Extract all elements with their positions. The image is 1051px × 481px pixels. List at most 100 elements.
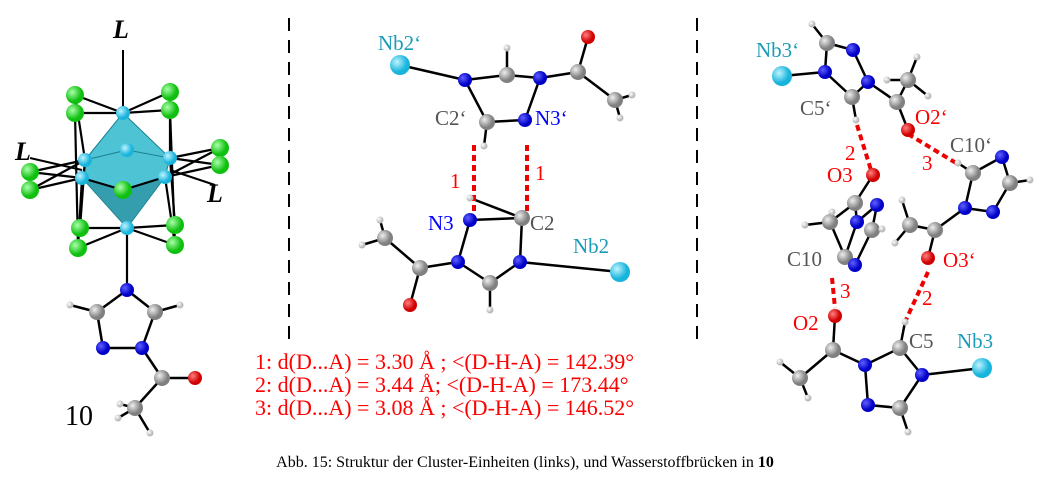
hbond-label-1a: 1	[450, 169, 461, 193]
carbon-atom	[825, 342, 841, 358]
chlorine-atom	[211, 139, 229, 157]
carbon-atom	[482, 275, 498, 291]
nitrogen-atom	[458, 73, 472, 87]
hbond-line-3: 3: d(D...A) = 3.08 Å ; <(D-H-A) = 146.52…	[255, 395, 634, 420]
nitrogen-atom	[915, 368, 929, 382]
bond	[164, 163, 221, 179]
oxygen-atom	[828, 309, 842, 323]
hbond-label-3a: 3	[922, 151, 933, 175]
hydrogen-atom	[878, 225, 886, 233]
ligand-label-top: L	[112, 15, 129, 44]
hydrogen-atom	[176, 301, 184, 309]
hydrogen-atom	[503, 44, 511, 52]
carbon-atom	[965, 165, 981, 181]
bond	[921, 366, 983, 377]
nitrogen-atom	[451, 255, 465, 269]
carbon-atom	[864, 222, 880, 238]
carbon-atom	[127, 400, 143, 416]
bond	[469, 196, 523, 220]
chlorine-atom	[21, 163, 39, 181]
oxygen-atom	[921, 251, 935, 265]
carbon-atom	[377, 230, 393, 246]
bond	[469, 216, 523, 222]
nitrogen-atom	[848, 258, 862, 272]
hbond-line-2: 2: d(D...A) = 3.44 Å; <(D-H-A) = 173.44°	[255, 372, 629, 397]
ligand-bond	[29, 157, 83, 171]
carbon-atom	[154, 370, 170, 386]
hydrogen-atom	[376, 216, 384, 224]
nitrogen-atom	[861, 398, 875, 412]
label-c5: C5	[909, 329, 934, 353]
niobium-atom	[163, 151, 177, 165]
oxygen-atom	[403, 298, 417, 312]
carbon-atom	[889, 94, 905, 110]
hydrogen-atom	[852, 116, 860, 124]
hydrogen-atom	[898, 196, 906, 204]
niobium-atom	[120, 143, 134, 157]
label-n3p: N3‘	[535, 106, 568, 130]
hydrogen-atom	[116, 400, 124, 408]
nitrogen-atom	[846, 43, 860, 57]
nitrogen-atom	[96, 341, 110, 355]
label-c2: C2	[530, 211, 555, 235]
niobium-atom	[390, 55, 410, 75]
nitrogen-atom	[986, 205, 1000, 219]
label-nb3: Nb3	[957, 329, 993, 353]
nitrogen-atom	[995, 150, 1009, 164]
hydrogen-atom	[66, 301, 74, 309]
niobium-atom	[772, 66, 792, 86]
chlorine-atom	[66, 86, 84, 104]
oxygen-atom	[581, 30, 595, 44]
label-c10p: C10‘	[950, 133, 992, 157]
label-o3: O3	[827, 163, 853, 187]
niobium-atom	[75, 171, 89, 185]
hydrogen-atom	[628, 91, 636, 99]
hydrogen-atom	[954, 159, 962, 167]
label-nb3p: Nb3‘	[756, 38, 799, 62]
chlorine-atom	[114, 181, 132, 199]
nitrogen-atom	[120, 283, 134, 297]
hydrogen-atom	[808, 20, 816, 28]
hydrogen-atom	[883, 76, 891, 84]
niobium-atom	[610, 262, 630, 282]
hydrogen-atom	[146, 429, 154, 437]
niobium-atom	[116, 106, 130, 120]
chlorine-atom	[69, 239, 87, 257]
hbond-label-2a: 2	[845, 141, 856, 165]
nitrogen-atom	[861, 75, 875, 89]
nitrogen-atom	[518, 113, 532, 127]
label-o2: O2	[793, 311, 819, 335]
chlorine-atom	[71, 219, 89, 237]
carbon-atom	[1002, 175, 1018, 191]
hydrogen-atom	[904, 428, 912, 436]
nitrogen-atom	[870, 198, 884, 212]
label-c5p: C5‘	[800, 96, 832, 120]
hydrogen-atom	[913, 53, 921, 61]
hydrogen-atom	[466, 194, 474, 202]
chlorine-atom	[161, 83, 179, 101]
chlorine-atom	[21, 181, 39, 199]
carbon-atom	[822, 214, 838, 230]
chlorine-atom	[166, 236, 184, 254]
carbon-atom	[892, 400, 908, 416]
hydrogen-atom	[776, 358, 784, 366]
label-c10: C10	[787, 247, 822, 271]
ligand-label-left: L	[14, 137, 31, 166]
nitrogen-atom	[463, 213, 477, 227]
label-o2p: O2‘	[915, 105, 948, 129]
chlorine-atom	[66, 104, 84, 122]
hydrogen-atom	[616, 114, 624, 122]
nitrogen-atom	[533, 71, 547, 85]
carbon-atom	[570, 64, 586, 80]
carbon-atom	[837, 249, 853, 265]
carbon-atom	[819, 35, 835, 51]
label-c2p: C2‘	[435, 106, 467, 130]
hydrogen-atom	[804, 394, 812, 402]
hydrogen-atom	[480, 142, 488, 150]
chlorine-atom	[166, 216, 184, 234]
niobium-atom	[972, 358, 992, 378]
hydrogen-atom	[801, 221, 809, 229]
nitrogen-atom	[135, 341, 149, 355]
carbon-atom	[89, 304, 105, 320]
